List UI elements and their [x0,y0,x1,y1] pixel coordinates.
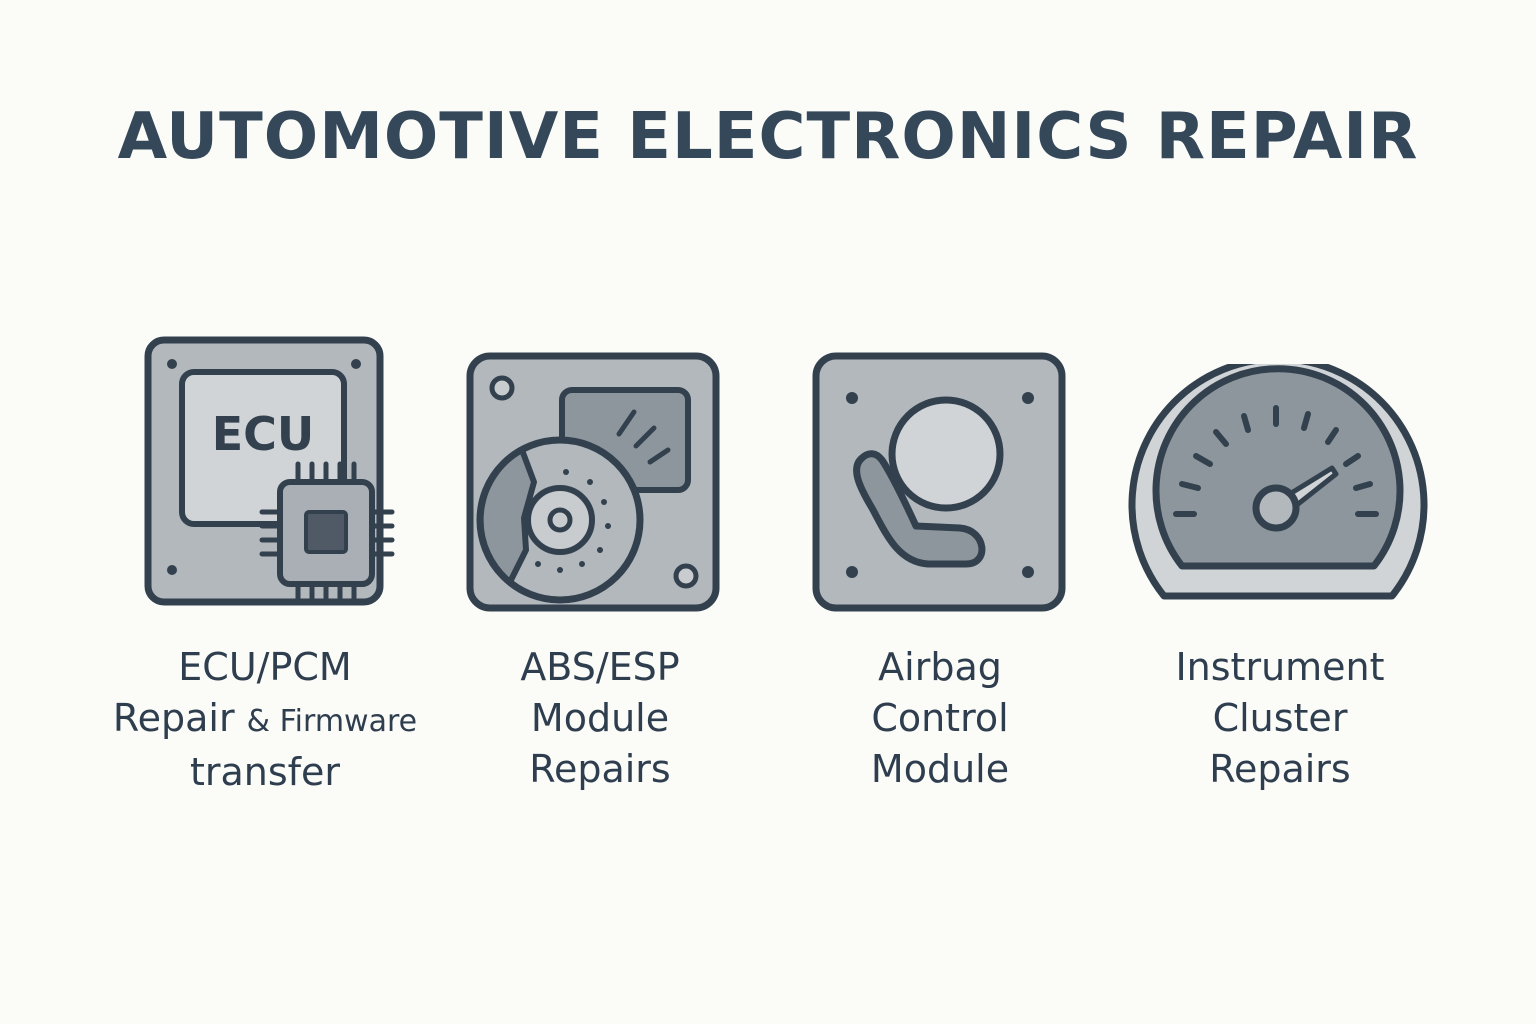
ecu-chip-icon: ECU [140,332,410,612]
service-label-ecu: ECU/PCM Repair & Firmware transfer [112,645,418,794]
ecu-icon-text: ECU [212,407,315,461]
service-label-cluster: Instrument Cluster Repairs [1175,645,1385,791]
speedometer-gauge-icon [1128,355,1428,610]
airbag-seat-icon [810,350,1070,614]
service-label-abs: ABS/ESP Module Repairs [520,645,680,791]
service-label-airbag: Airbag Control Module [870,645,1010,791]
page-title: AUTOMOTIVE ELECTRONICS REPAIR [117,100,1419,174]
brake-disc-module-icon [464,350,724,614]
